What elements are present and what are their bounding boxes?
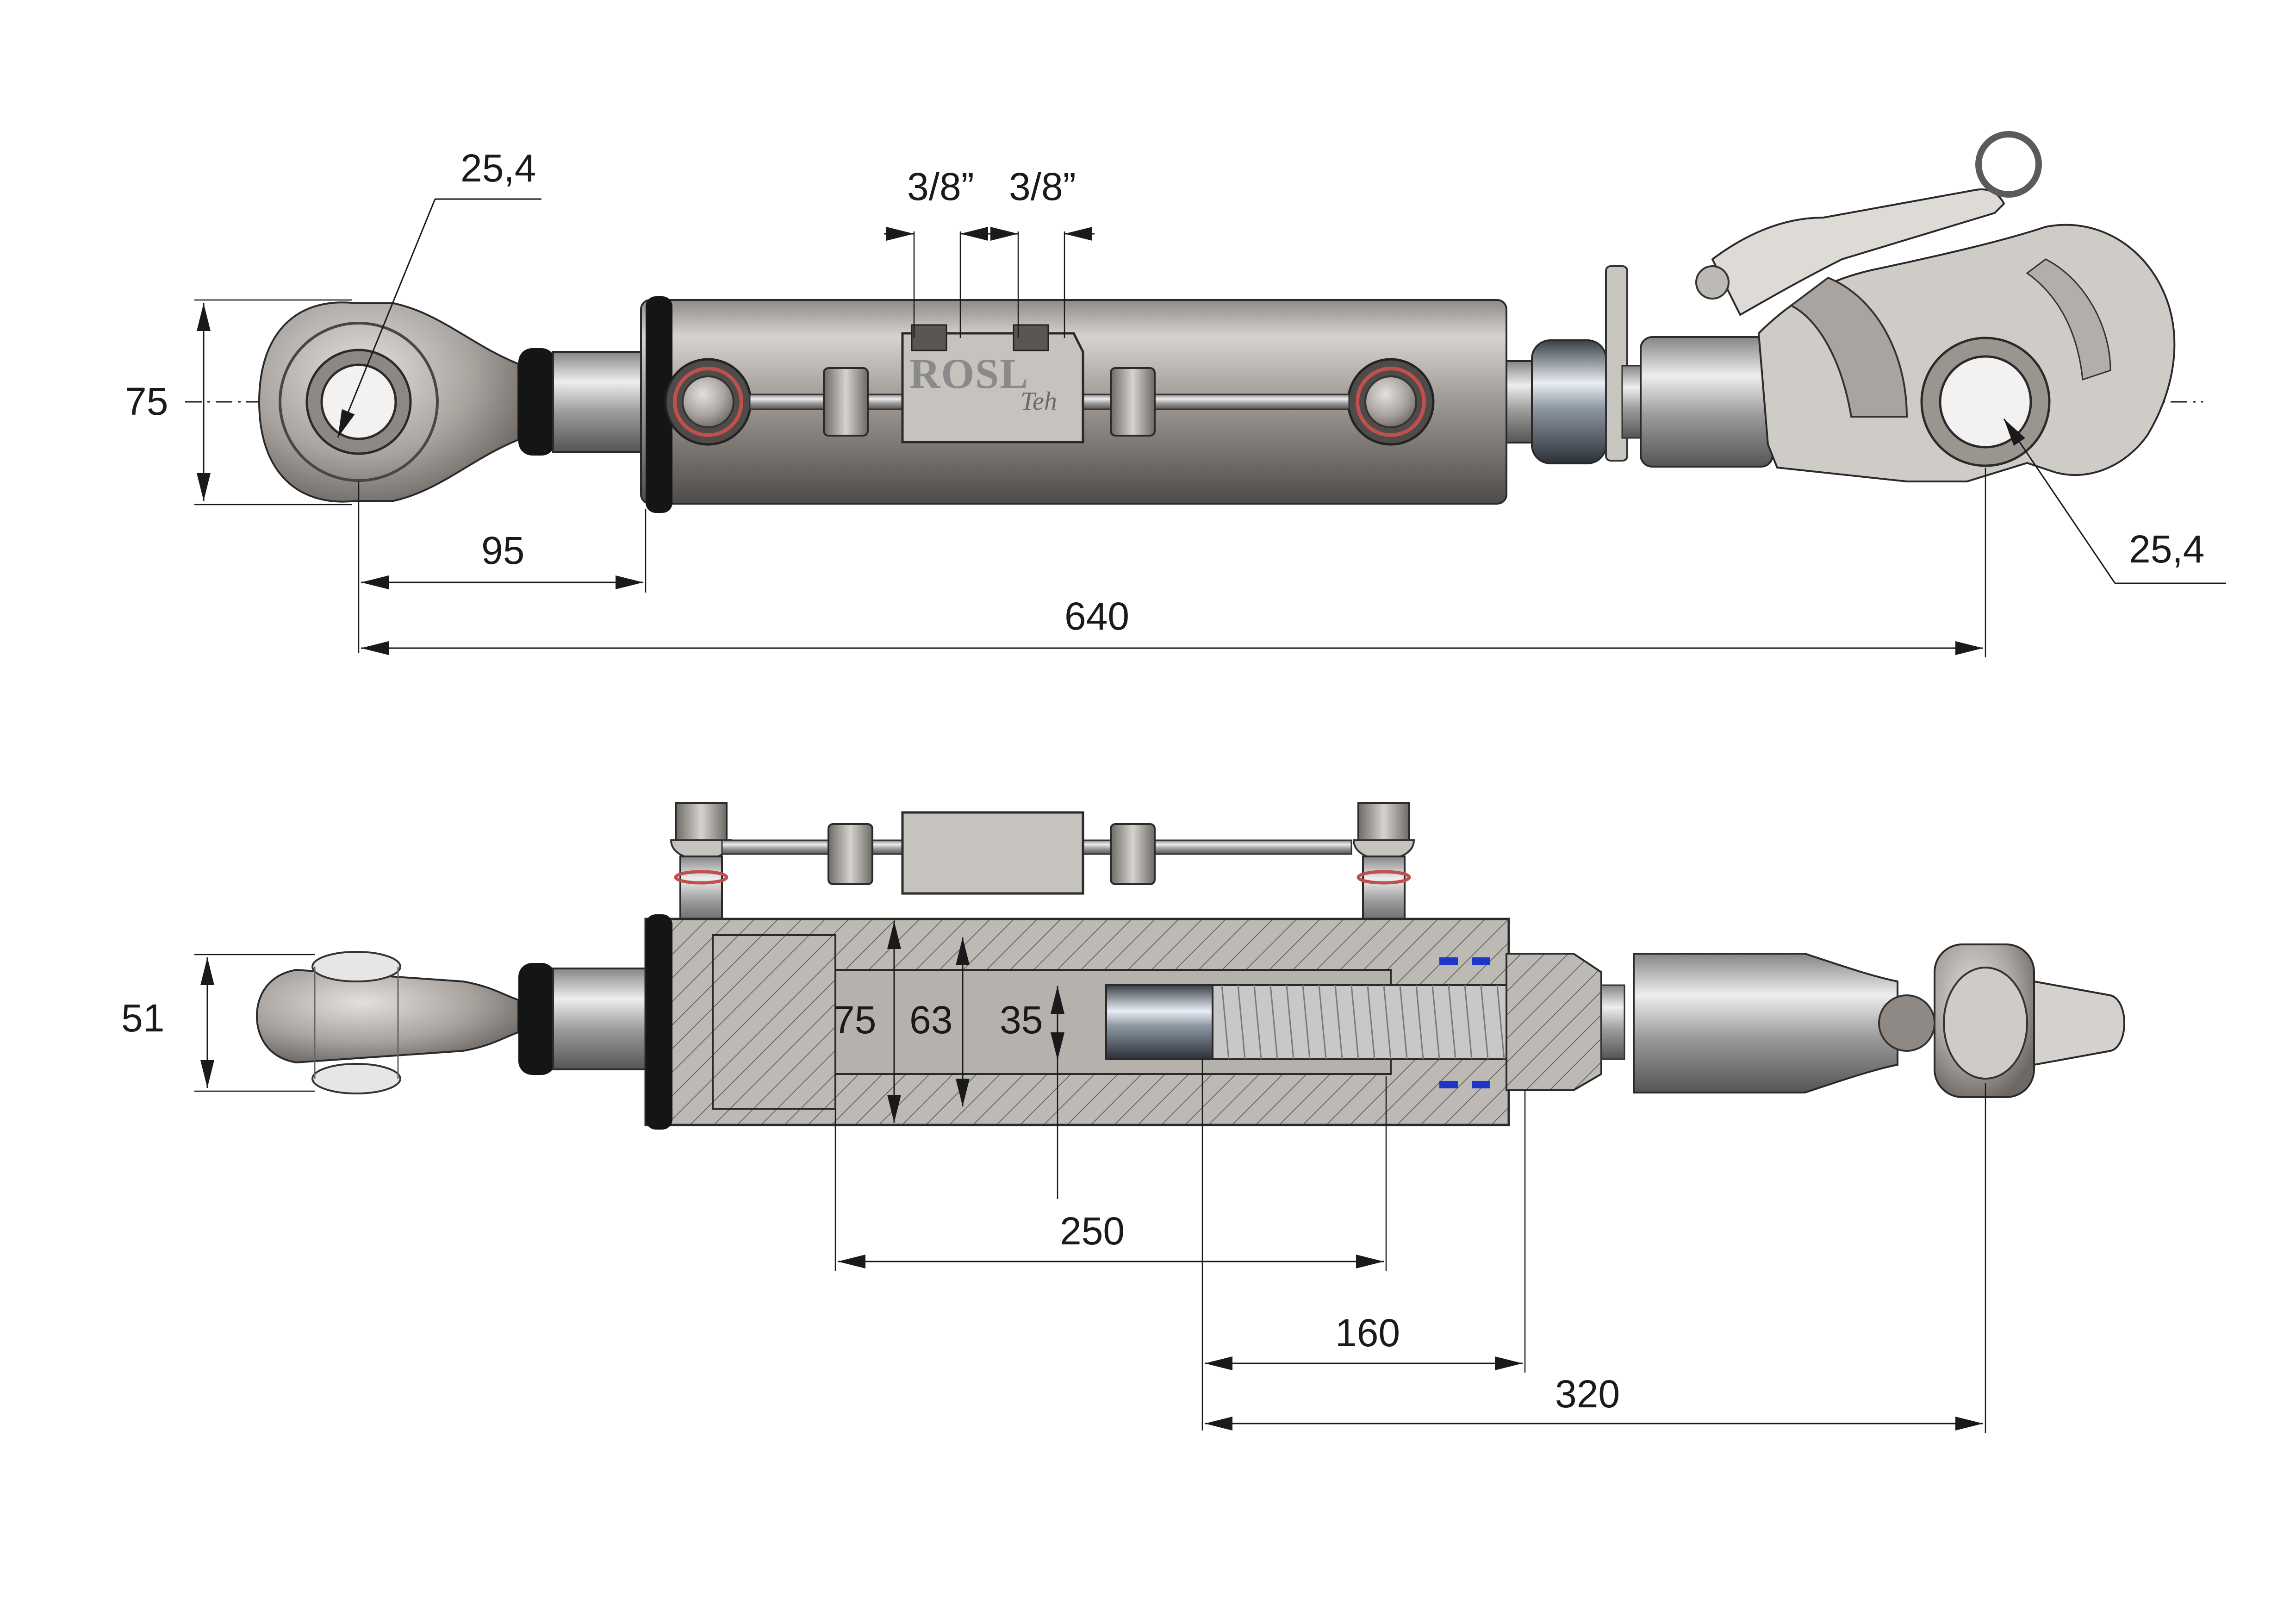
dim-thread: 160 [1335, 1311, 1400, 1355]
left-eye-side [255, 951, 519, 1094]
dim-overall-length: 640 [1064, 594, 1129, 638]
dim-bore: 63 [909, 998, 952, 1042]
left-port-fitting [664, 358, 752, 446]
thread-stub [1621, 365, 1642, 439]
top-view: ROSL Teh 75 95 6 [125, 131, 2226, 657]
hook-body-neck [1640, 336, 1773, 468]
quick-hitch-hook [1695, 131, 2176, 482]
dim-extension: 320 [1555, 1372, 1620, 1416]
port-thread-1 [911, 324, 947, 351]
latch-pivot [1695, 265, 1730, 300]
bottom-hook-shank [1633, 953, 1898, 1093]
brand-logo: ROSL [909, 350, 1029, 397]
left-ball-eye [258, 301, 519, 503]
left-neck-seal [518, 348, 555, 456]
barrel-end-ring [646, 296, 672, 513]
dim-ball-eye-right: 25,4 [2129, 527, 2205, 571]
pull-ring [1975, 131, 2042, 198]
right-port-fitting [1347, 358, 1435, 446]
valve-block: ROSL Teh [901, 324, 1084, 443]
dim-port-1: 3/8” [907, 165, 974, 208]
bottom-view: 51 75 63 35 250 160 320 [121, 802, 2125, 1433]
dim-outer-dia: 75 [833, 998, 876, 1042]
port-thread-2 [1013, 324, 1049, 351]
brand-logo-sub: Teh [1020, 387, 1057, 416]
rod-stub [1506, 360, 1535, 443]
chrome-collar [1531, 339, 1607, 464]
bottom-neck-seal [518, 963, 555, 1075]
dim-outer-height: 75 [125, 380, 168, 423]
dim-ball-eye-left: 25,4 [460, 146, 536, 190]
dim-stroke: 250 [1060, 1209, 1125, 1253]
cylinder-section [644, 914, 1602, 1130]
dim-port-2: 3/8” [1009, 165, 1076, 208]
bottom-hook-head [1878, 943, 2125, 1098]
bottom-hydraulic-line [670, 802, 1415, 931]
dim-rod: 35 [1000, 998, 1043, 1042]
dim-eye-to-cylinder: 95 [481, 529, 524, 572]
top-nut-right [1110, 367, 1156, 437]
bottom-neck [552, 968, 647, 1070]
dim-eye-width: 51 [121, 996, 164, 1040]
left-neck [552, 351, 647, 453]
top-nut-left [823, 367, 869, 437]
